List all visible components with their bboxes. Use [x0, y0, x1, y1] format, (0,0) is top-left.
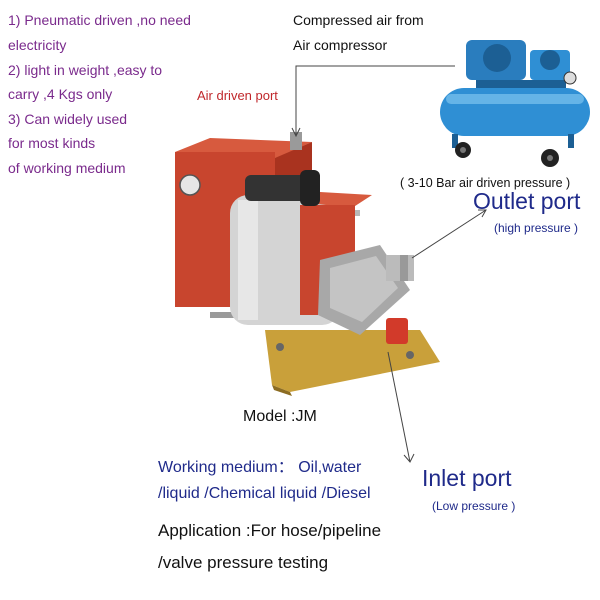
callout-lines [291, 65, 487, 463]
working-medium-line1: Working medium： Oil,water [158, 459, 362, 476]
outlet-arrowhead [478, 209, 487, 218]
air-port-arrowhead [291, 127, 301, 138]
feature-line: for most kinds [8, 135, 96, 151]
outlet-port-label: Outlet port [473, 188, 581, 214]
working-medium-line2: /liquid /Chemical liquid /Diesel [158, 485, 371, 502]
air-compressor-image [440, 28, 600, 188]
model-label: Model :JM [243, 408, 317, 425]
compressor-label: Air compressor [293, 37, 388, 53]
feature-line: 3) Can widely used [8, 111, 128, 127]
feature-line: carry ,4 Kgs only [8, 86, 113, 102]
application-line2: /valve pressure testing [158, 553, 329, 572]
application-line1: Application :For hose/pipeline [158, 521, 382, 540]
feature-line: electricity [8, 37, 67, 53]
pressure-range-label: ( 3-10 Bar air driven pressure ) [400, 176, 571, 190]
feature-line: of working medium [8, 160, 126, 176]
air-port-leader [295, 65, 455, 136]
outlet-port-sub: (high pressure ) [494, 221, 579, 235]
inlet-arrowhead [403, 453, 415, 463]
inlet-port-label: Inlet port [422, 465, 512, 491]
compressed-air-label: Compressed air from [293, 12, 424, 28]
feature-line: 2) light in weight ,easy to [8, 62, 163, 78]
inlet-leader [387, 351, 411, 463]
pneumatic-pump-image [175, 132, 440, 396]
air-driven-port-label: Air driven port [197, 88, 278, 103]
feature-line: 1) Pneumatic driven ,no need [8, 12, 191, 28]
outlet-leader [411, 209, 487, 259]
inlet-port-sub: (Low pressure ) [432, 499, 516, 513]
